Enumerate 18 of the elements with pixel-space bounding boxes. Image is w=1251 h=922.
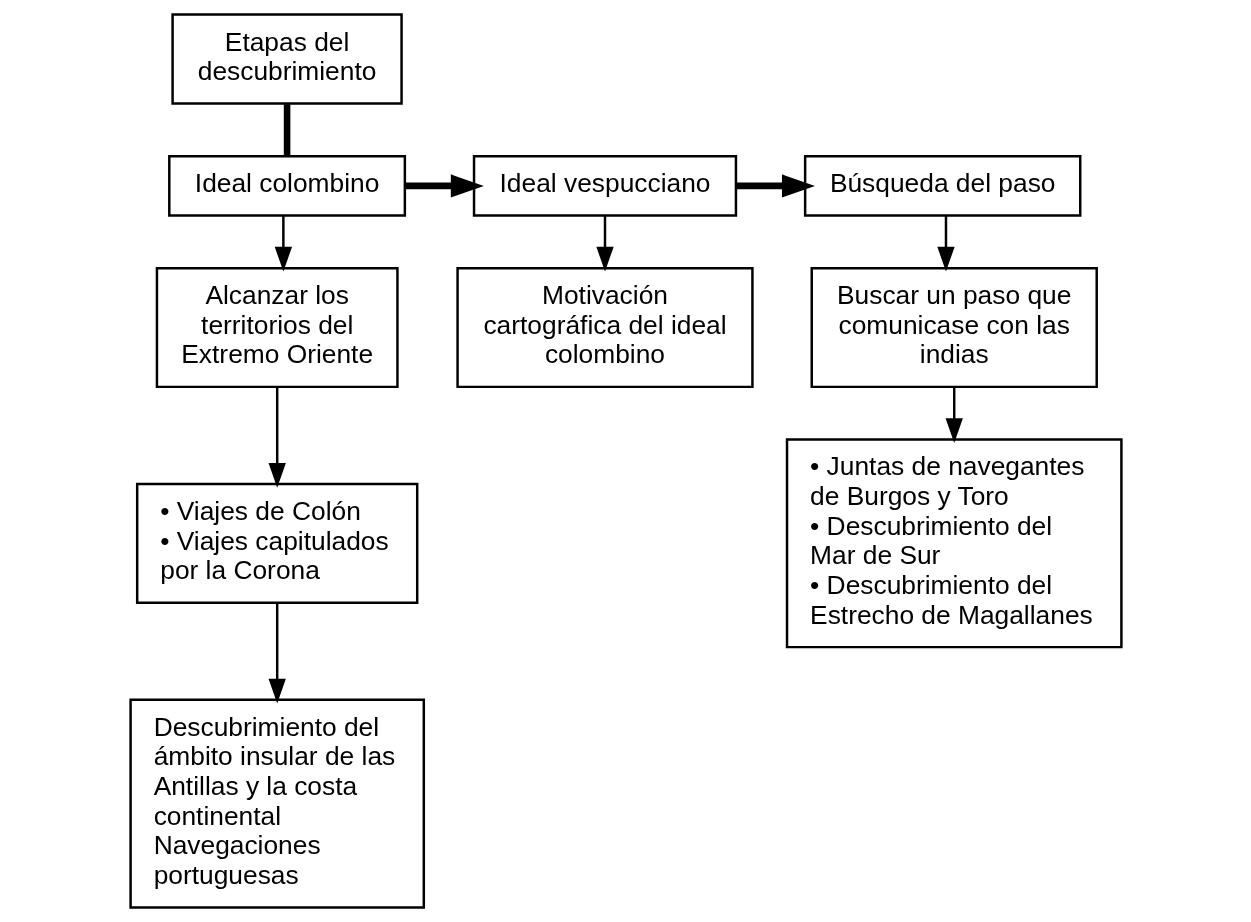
node-box: • Viajes de Colón • Viajes capitulados por la Corona bbox=[135, 482, 418, 604]
node-box: Etapas del descubrimiento bbox=[170, 13, 403, 105]
node-box: Buscar un paso que comunicase con las indias bbox=[810, 267, 1098, 389]
node-box: Ideal vespucciano bbox=[472, 155, 737, 217]
arrow bbox=[268, 387, 286, 488]
node-box: Ideal colombino bbox=[167, 155, 406, 217]
arrow bbox=[945, 387, 963, 444]
node-box: Motivación cartográfica del ideal colombino bbox=[455, 267, 754, 389]
arrow bbox=[595, 215, 614, 272]
arrow bbox=[404, 174, 484, 198]
arrow bbox=[735, 174, 815, 198]
arrow bbox=[268, 603, 286, 704]
arrow bbox=[936, 215, 955, 272]
arrow bbox=[274, 215, 292, 272]
node-box: Búsqueda del paso bbox=[803, 155, 1081, 217]
node-box: Descubrimiento del ámbito insular de las Antillas y la costa continental Navegaciones portuguesas bbox=[128, 698, 425, 909]
node-box: Alcanzar los territorios del Extremo Oriente bbox=[155, 267, 399, 389]
node-box: • Juntas de navegantes de Burgos y Toro • Descubrimiento del Mar de Sur • Descubrimiento del Estrecho de Magallanes bbox=[785, 438, 1123, 649]
